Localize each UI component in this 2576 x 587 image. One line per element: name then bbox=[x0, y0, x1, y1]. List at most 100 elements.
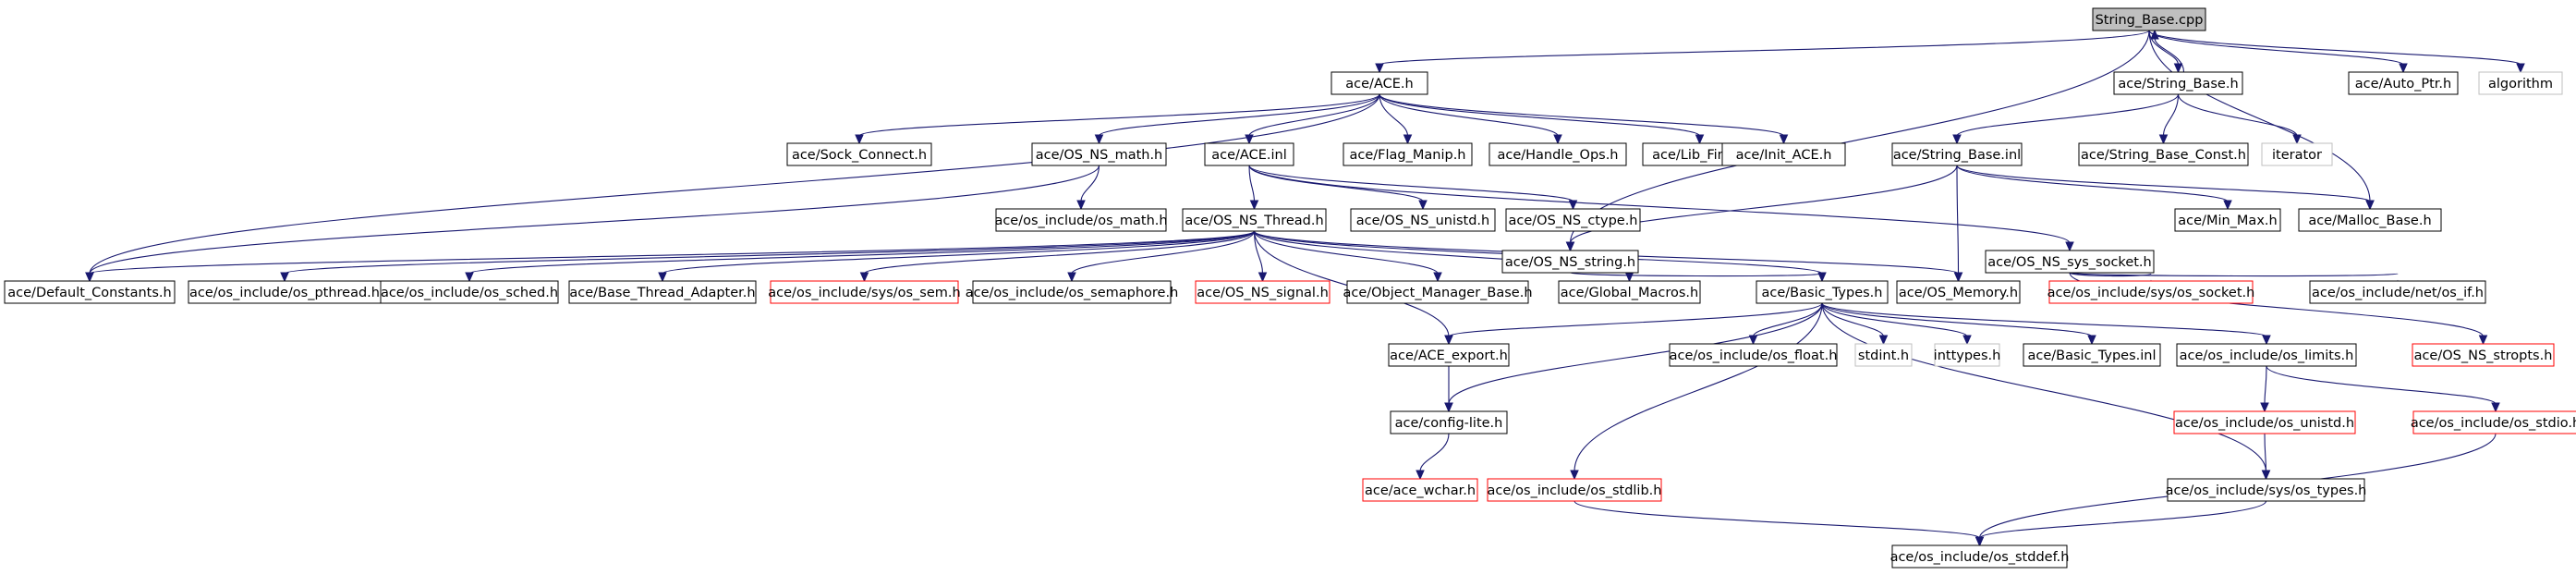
edge-line bbox=[1574, 500, 1981, 539]
node-os-stddef-h[interactable]: ace/os_include/os_stddef.h bbox=[1890, 544, 2070, 569]
node-os-types-h[interactable]: ace/os_include/sys/os_types.h bbox=[2166, 478, 2367, 502]
node-global-macros-h[interactable]: ace/Global_Macros.h bbox=[1558, 280, 1701, 304]
node-box bbox=[568, 280, 757, 304]
node-label: ace/os_include/sys/os_socket.h bbox=[2047, 286, 2255, 300]
node-base-thread-adapter-h[interactable]: ace/Base_Thread_Adapter.h bbox=[568, 280, 757, 304]
node-malloc-base-h[interactable]: ace/Malloc_Base.h bbox=[2298, 208, 2442, 232]
node-os-semaphore-h[interactable]: ace/os_include/os_semaphore.h bbox=[966, 280, 1179, 304]
edge-line bbox=[1956, 165, 2371, 202]
node-os-if-h[interactable]: ace/os_include/net/os_if.h bbox=[2309, 280, 2486, 304]
edge-line bbox=[89, 165, 1100, 275]
node-string-base-inl[interactable]: ace/String_Base.inl bbox=[1891, 142, 2023, 166]
node-os-ns-stropts-h[interactable]: ace/OS_NS_stropts.h bbox=[2412, 343, 2555, 367]
edge-line bbox=[468, 230, 1256, 275]
node-box bbox=[2174, 208, 2281, 232]
node-box bbox=[2298, 208, 2442, 232]
node-os-math-h[interactable]: ace/os_include/os_math.h bbox=[994, 208, 1168, 232]
node-label: ace/OS_NS_Thread.h bbox=[1185, 214, 1323, 228]
edge-basic-types-h-to-basic-types-inl bbox=[1821, 302, 2096, 346]
node-ace-wchar-h[interactable]: ace/ace_wchar.h bbox=[1362, 478, 1478, 502]
edge-ace-inl-to-os-ns-sys-socket-h bbox=[1248, 165, 2074, 252]
edge-os-ns-thread-h-to-default-constants-h bbox=[85, 230, 1256, 283]
node-min-max-h[interactable]: ace/Min_Max.h bbox=[2174, 208, 2281, 232]
arrowhead bbox=[2158, 134, 2169, 145]
node-label: ace/os_include/os_math.h bbox=[994, 214, 1167, 228]
node-os-ns-unistd-h[interactable]: ace/OS_NS_unistd.h bbox=[1350, 208, 1496, 232]
node-box bbox=[2078, 142, 2249, 166]
edge-os-ns-thread-h-to-os-sem-h bbox=[859, 230, 1256, 283]
node-box bbox=[1204, 142, 1294, 166]
edge-line bbox=[1956, 165, 2229, 202]
node-ace-h[interactable]: ace/ACE.h bbox=[1331, 71, 1428, 95]
edge-line bbox=[1821, 302, 2093, 337]
arrowhead bbox=[1375, 63, 1384, 74]
node-label: ace/Flag_Manip.h bbox=[1350, 148, 1466, 163]
node-config-lite-h[interactable]: ace/config-lite.h bbox=[1390, 410, 1508, 434]
node-os-float-h[interactable]: ace/os_include/os_float.h bbox=[1669, 343, 1838, 367]
node-sock-connect-h[interactable]: ace/Sock_Connect.h bbox=[786, 142, 932, 166]
node-box bbox=[1721, 142, 1846, 166]
node-stdint-h[interactable]: stdint.h bbox=[1854, 343, 1913, 367]
node-string-base-h[interactable]: ace/String_Base.h bbox=[2113, 71, 2243, 95]
node-os-sched-h[interactable]: ace/os_include/os_sched.h bbox=[380, 280, 559, 304]
node-os-stdio-h[interactable]: ace/os_include/os_stdio.h bbox=[2411, 410, 2576, 434]
edge-line bbox=[2148, 30, 2180, 66]
node-box bbox=[2261, 142, 2333, 166]
node-os-ns-thread-h[interactable]: ace/OS_NS_Thread.h bbox=[1182, 208, 1327, 232]
node-algorithm[interactable]: algorithm bbox=[2478, 71, 2563, 95]
node-auto-ptr-h[interactable]: ace/Auto_Ptr.h bbox=[2348, 71, 2459, 95]
edge-os-types-h-to-os-stddef-h bbox=[1975, 500, 2267, 547]
node-string-base-const-h[interactable]: ace/String_Base_Const.h bbox=[2078, 142, 2249, 166]
node-box bbox=[2348, 71, 2459, 95]
edge-line bbox=[1569, 272, 1823, 277]
node-os-memory-h[interactable]: ace/OS_Memory.h bbox=[1896, 280, 2021, 304]
node-box bbox=[4, 280, 176, 304]
edge-line bbox=[1752, 302, 1823, 337]
node-label: ace/os_include/net/os_if.h bbox=[2312, 286, 2484, 300]
node-inttypes-h[interactable]: inttypes.h bbox=[1934, 343, 2001, 367]
node-basic-types-h[interactable]: ace/Basic_Types.h bbox=[1756, 280, 1889, 304]
arrowhead bbox=[855, 134, 864, 145]
node-label: ace/ACE.h bbox=[1345, 77, 1413, 92]
edge-line bbox=[1248, 165, 1574, 202]
node-os-stdlib-h[interactable]: ace/os_include/os_stdlib.h bbox=[1487, 478, 1662, 502]
node-iterator[interactable]: iterator bbox=[2261, 142, 2333, 166]
node-box bbox=[1343, 142, 1473, 166]
edge-os-limits-h-to-os-unistd-h bbox=[2260, 365, 2269, 413]
node-flag-manip-h[interactable]: ace/Flag_Manip.h bbox=[1343, 142, 1473, 166]
arrowhead bbox=[658, 272, 667, 283]
node-ace-export-h[interactable]: ace/ACE_export.h bbox=[1388, 343, 1510, 367]
node-os-ns-ctype-h[interactable]: ace/OS_NS_ctype.h bbox=[1505, 208, 1641, 232]
node-os-sem-h[interactable]: ace/os_include/sys/os_sem.h bbox=[768, 280, 961, 304]
node-os-socket-h[interactable]: ace/os_include/sys/os_socket.h bbox=[2047, 280, 2255, 304]
node-handle-ops-h[interactable]: ace/Handle_Ops.h bbox=[1488, 142, 1627, 166]
node-label: ace/Min_Max.h bbox=[2178, 214, 2277, 228]
node-label: ace/os_include/os_pthread.h bbox=[189, 286, 380, 300]
edge-ace-h-to-flag-manip-h bbox=[1379, 93, 1413, 145]
node-label: ace/OS_NS_unistd.h bbox=[1356, 214, 1489, 228]
node-label: ace/OS_NS_ctype.h bbox=[1509, 214, 1638, 228]
node-os-ns-signal-h[interactable]: ace/OS_NS_signal.h bbox=[1195, 280, 1331, 304]
node-os-ns-sys-socket-h[interactable]: ace/OS_NS_sys_socket.h bbox=[1985, 250, 2155, 274]
node-string-base-cpp[interactable]: String_Base.cpp bbox=[2092, 7, 2206, 31]
edge-line bbox=[1448, 302, 1823, 405]
node-box bbox=[1031, 142, 1167, 166]
node-os-unistd-h[interactable]: ace/os_include/os_unistd.h bbox=[2173, 410, 2356, 434]
node-os-pthread-h[interactable]: ace/os_include/os_pthread.h bbox=[188, 280, 382, 304]
arrowhead bbox=[1695, 134, 1705, 145]
node-label: ace/Auto_Ptr.h bbox=[2355, 77, 2451, 92]
node-os-ns-math-h[interactable]: ace/OS_NS_math.h bbox=[1031, 142, 1167, 166]
edge-os-ns-thread-h-to-os-sched-h bbox=[465, 230, 1256, 283]
edge-line bbox=[1419, 433, 1450, 472]
node-object-manager-base-h[interactable]: ace/Object_Manager_Base.h bbox=[1343, 280, 1533, 304]
node-ace-inl[interactable]: ace/ACE.inl bbox=[1204, 142, 1294, 166]
node-os-limits-h[interactable]: ace/os_include/os_limits.h bbox=[2176, 343, 2357, 367]
node-box bbox=[2173, 410, 2356, 434]
node-init-ace-h[interactable]: ace/Init_ACE.h bbox=[1721, 142, 1846, 166]
node-box bbox=[1985, 250, 2155, 274]
node-box bbox=[1896, 280, 2021, 304]
node-default-constants-h[interactable]: ace/Default_Constants.h bbox=[4, 280, 176, 304]
arrowhead bbox=[1258, 272, 1268, 283]
node-basic-types-inl[interactable]: ace/Basic_Types.inl bbox=[2023, 343, 2161, 367]
node-os-ns-string-h[interactable]: ace/OS_NS_string.h bbox=[1501, 250, 1639, 274]
